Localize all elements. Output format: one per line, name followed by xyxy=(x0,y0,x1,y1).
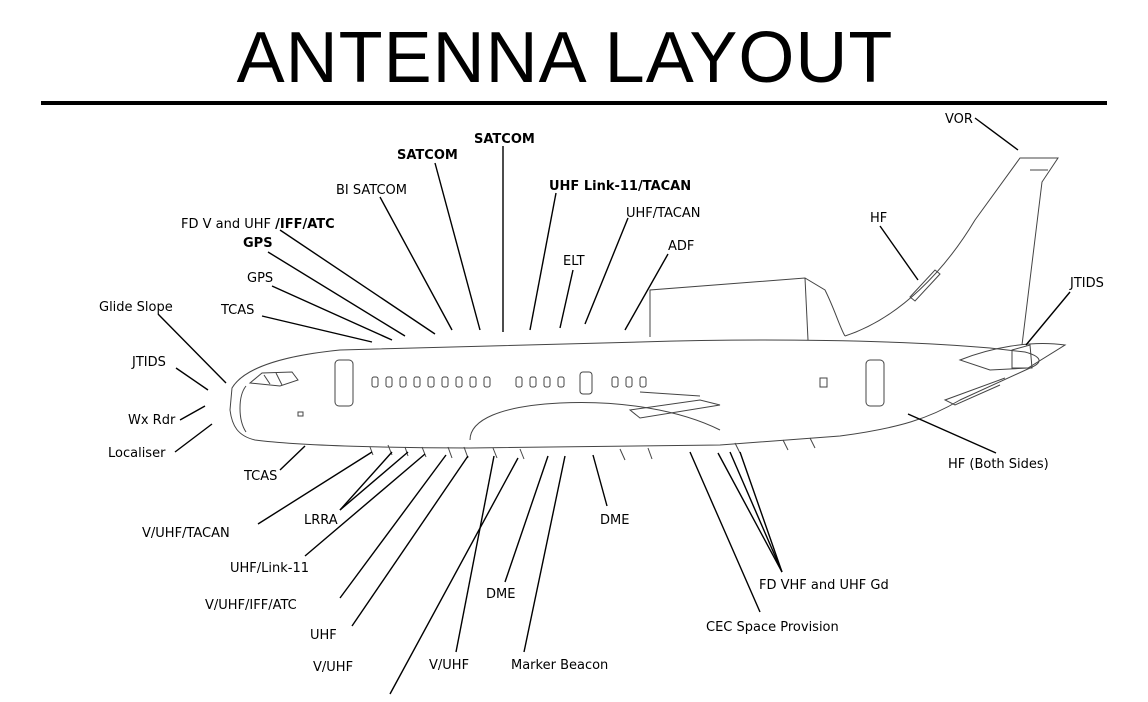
leader-tcas-bottom xyxy=(279,445,306,471)
label-fd-vhf-uhf-gd: FD VHF and UHF Gd xyxy=(759,578,889,593)
label-dme-bottom: DME xyxy=(486,587,515,602)
leader-elt xyxy=(559,269,574,329)
leader-glide-slope xyxy=(157,313,227,384)
label-marker-beacon: Marker Beacon xyxy=(511,658,608,673)
leader-uhf-link11 xyxy=(304,453,426,557)
antenna-labels: VOR SATCOM SATCOM UHF Link-11/TACAN BI S… xyxy=(99,112,1104,675)
leader-uhf-tacan-top xyxy=(584,217,629,325)
label-gps: GPS xyxy=(247,271,273,286)
window-row-front xyxy=(371,376,491,388)
label-hf-both-sides: HF (Both Sides) xyxy=(948,457,1049,472)
label-lrra: LRRA xyxy=(304,513,338,528)
fuselage xyxy=(229,339,1040,449)
label-wx-rdr: Wx Rdr xyxy=(128,413,176,428)
leader-hf-tail xyxy=(879,225,919,281)
label-satcom: SATCOM xyxy=(397,148,458,163)
label-gps-bold: GPS xyxy=(243,236,273,251)
window-row-mid xyxy=(515,376,647,388)
page-title: ANTENNA LAYOUT xyxy=(236,18,894,98)
leader-lines xyxy=(157,117,1071,695)
label-vor: VOR xyxy=(945,112,973,127)
leader-uhf xyxy=(351,455,469,627)
label-v-uhf-left: V/UHF xyxy=(313,660,353,675)
label-uhf: UHF xyxy=(310,628,337,643)
overwing-exit xyxy=(579,371,593,395)
label-v-uhf-iff-atc: V/UHF/IFF/ATC xyxy=(205,598,297,613)
aft-door xyxy=(865,359,885,407)
leader-gps xyxy=(271,285,393,341)
label-dme-right: DME xyxy=(600,513,629,528)
label-fd-v-uhf-prefix: FD V and UHF xyxy=(181,217,275,232)
leader-fd-vhf-uhf-gd-c xyxy=(739,451,783,573)
aircraft-outline xyxy=(229,157,1067,461)
label-jtids-tail: JTIDS xyxy=(1069,276,1104,291)
title-underline xyxy=(41,101,1107,105)
label-uhf-tacan-top: UHF/TACAN xyxy=(626,206,700,221)
leader-v-uhf-iff-atc xyxy=(339,454,447,599)
leader-cec-space xyxy=(689,451,761,613)
leader-jtids-tail xyxy=(1025,291,1071,346)
leader-tcas-top xyxy=(261,315,373,343)
belly-antennas xyxy=(369,437,816,461)
nose-radome xyxy=(239,385,247,433)
leader-marker-beacon xyxy=(523,455,566,653)
horizontal-stabilizer xyxy=(958,343,1067,371)
label-localiser: Localiser xyxy=(108,446,166,461)
label-v-uhf-tacan: V/UHF/TACAN xyxy=(142,526,230,541)
leader-dme-right xyxy=(592,454,608,507)
label-bi-satcom: BI SATCOM xyxy=(336,183,407,198)
leader-v-uhf-mid xyxy=(455,455,495,653)
leader-v-uhf-left xyxy=(389,457,519,695)
leader-localiser xyxy=(174,423,213,453)
wing-root xyxy=(469,402,721,441)
label-uhf-link11: UHF/Link-11 xyxy=(230,561,309,576)
label-hf-tail: HF xyxy=(870,211,887,226)
leader-wx-rdr xyxy=(179,405,206,421)
label-tcas-bottom: TCAS xyxy=(243,469,277,484)
leader-adf xyxy=(624,253,669,331)
leader-fd-vhf-uhf-gd-a xyxy=(717,452,783,573)
leader-fd-vhf-uhf-gd-b xyxy=(729,451,783,573)
vertical-stabilizer xyxy=(844,157,1059,346)
leader-gps-bold xyxy=(267,251,406,337)
label-fd-v-uhf-iff-atc: FD V and UHF /IFF/ATC xyxy=(181,217,335,232)
leader-fd-v-uhf xyxy=(279,229,436,335)
leader-bi-satcom xyxy=(379,196,453,331)
leader-hf-both-sides xyxy=(907,413,997,454)
leader-vor xyxy=(974,117,1019,151)
leader-dme-bottom xyxy=(504,455,549,583)
apu-exhaust xyxy=(1011,344,1033,369)
label-tcas-top: TCAS xyxy=(220,303,254,318)
label-uhf-link11-tacan: UHF Link-11/TACAN xyxy=(549,179,691,194)
label-adf: ADF xyxy=(668,239,694,254)
label-fd-v-uhf-suffix: /IFF/ATC xyxy=(275,217,335,232)
leader-jtids-nose xyxy=(175,367,209,391)
label-satcom-top: SATCOM xyxy=(474,132,535,147)
radar-dome xyxy=(649,277,846,337)
cockpit-windows xyxy=(248,371,299,387)
leader-lrra-b xyxy=(339,451,409,511)
label-v-uhf-mid: V/UHF xyxy=(429,658,469,673)
label-cec-space: CEC Space Provision xyxy=(706,620,839,635)
label-jtids-nose: JTIDS xyxy=(131,355,166,370)
forward-door xyxy=(334,359,354,407)
leader-lrra-a xyxy=(339,451,393,511)
label-elt: ELT xyxy=(563,254,585,269)
leader-v-uhf-tacan xyxy=(257,451,373,525)
leader-satcom xyxy=(434,162,481,331)
label-glide-slope: Glide Slope xyxy=(99,300,173,315)
fin-hf-antenna xyxy=(909,269,941,302)
leader-uhf-link11-tacan xyxy=(529,192,557,331)
